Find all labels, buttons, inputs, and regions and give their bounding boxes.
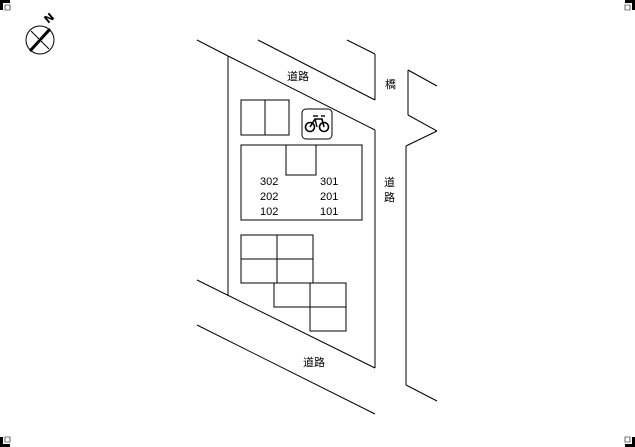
unit-label: 201 (320, 191, 338, 203)
main-building: 302 301 202 201 102 101 (240, 144, 363, 221)
road-label-top: 道路 (287, 69, 309, 83)
unit-label: 101 (320, 206, 338, 218)
compass-north-label: N (42, 10, 57, 26)
road-lines (196, 39, 438, 415)
unit-label: 102 (260, 206, 278, 218)
bicycle-icon (301, 108, 333, 140)
compass-north-icon: N (25, 10, 57, 55)
road-label-bridge: 橋 (385, 77, 396, 91)
storage-block (240, 99, 290, 136)
unit-label: 302 (260, 176, 278, 188)
unit-label: 301 (320, 176, 338, 188)
road-label-right-2: 路 (384, 191, 395, 204)
road-label-bottom: 道路 (303, 355, 325, 369)
road-label-right-1: 道 (384, 175, 395, 189)
unit-label: 202 (260, 191, 278, 203)
parking-spaces (240, 234, 347, 332)
